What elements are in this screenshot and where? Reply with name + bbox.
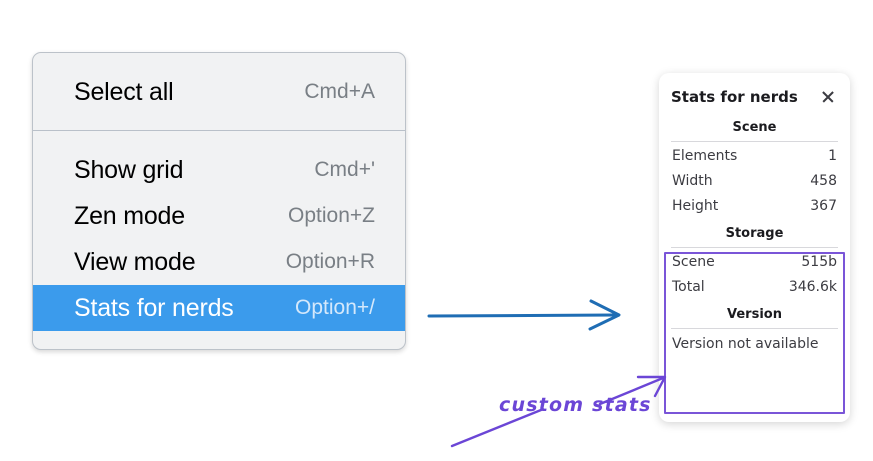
menu-item-shortcut: Option+Z: [288, 204, 375, 227]
annotation-label: custom stats: [499, 394, 652, 416]
stat-value: 1: [828, 148, 837, 164]
stat-label: Height: [672, 198, 719, 214]
menu-group-primary: Select all Cmd+A: [33, 53, 405, 131]
section-heading: Scene: [732, 120, 777, 135]
panel-titlebar: Stats for nerds: [671, 73, 838, 113]
menu-item-label: Select all: [74, 77, 174, 106]
stat-value: 346.6k: [788, 279, 837, 295]
stats-for-nerds-panel: Stats for nerds Scene Elements 1 Width 4…: [659, 73, 850, 422]
stat-label: Elements: [672, 148, 738, 164]
menu-group-view: Show grid Cmd+' Zen mode Option+Z View m…: [33, 131, 405, 343]
panel-title: Stats for nerds: [671, 88, 798, 106]
menu-item-show-grid[interactable]: Show grid Cmd+': [33, 147, 405, 193]
table-row: Elements 1: [671, 144, 838, 169]
menu-item-shortcut: Cmd+A: [304, 80, 375, 103]
table-row: Height 367: [671, 194, 838, 219]
stats-section-scene: Scene Elements 1 Width 458 Height 367: [671, 113, 838, 219]
blue-arrow: [427, 299, 621, 331]
menu-item-shortcut: Cmd+': [314, 158, 375, 181]
section-divider: [671, 328, 838, 329]
menu-item-zen-mode[interactable]: Zen mode Option+Z: [33, 193, 405, 239]
menu-item-label: Stats for nerds: [74, 293, 234, 322]
stat-label: Scene: [672, 254, 715, 270]
menu-item-label: View mode: [74, 247, 196, 276]
table-row: Width 458: [671, 169, 838, 194]
menu-item-label: Show grid: [74, 155, 184, 184]
menu-item-shortcut: Option+/: [295, 296, 375, 319]
menu-item-view-mode[interactable]: View mode Option+R: [33, 239, 405, 285]
menu-item-shortcut: Option+R: [285, 250, 375, 273]
table-row: Scene 515b: [671, 250, 838, 275]
stats-section-version: Version Version not available: [671, 300, 838, 358]
context-menu[interactable]: Select all Cmd+A Show grid Cmd+' Zen mod…: [32, 52, 406, 350]
stat-value: 367: [810, 198, 837, 214]
close-icon[interactable]: [820, 89, 836, 105]
stats-section-storage: Storage Scene 515b Total 346.6k: [671, 219, 838, 300]
version-value: Version not available: [672, 336, 819, 352]
menu-item-stats-for-nerds[interactable]: Stats for nerds Option+/: [33, 285, 405, 331]
stat-label: Total: [672, 279, 705, 295]
menu-item-label: Zen mode: [74, 201, 185, 230]
section-heading: Storage: [725, 226, 784, 241]
section-heading: Version: [727, 307, 782, 322]
section-divider: [671, 141, 838, 142]
menu-item-select-all[interactable]: Select all Cmd+A: [33, 69, 405, 115]
section-divider: [671, 247, 838, 248]
stat-label: Width: [672, 173, 713, 189]
stat-value: 458: [810, 173, 837, 189]
stat-value: 515b: [801, 254, 837, 270]
table-row: Total 346.6k: [671, 275, 838, 300]
